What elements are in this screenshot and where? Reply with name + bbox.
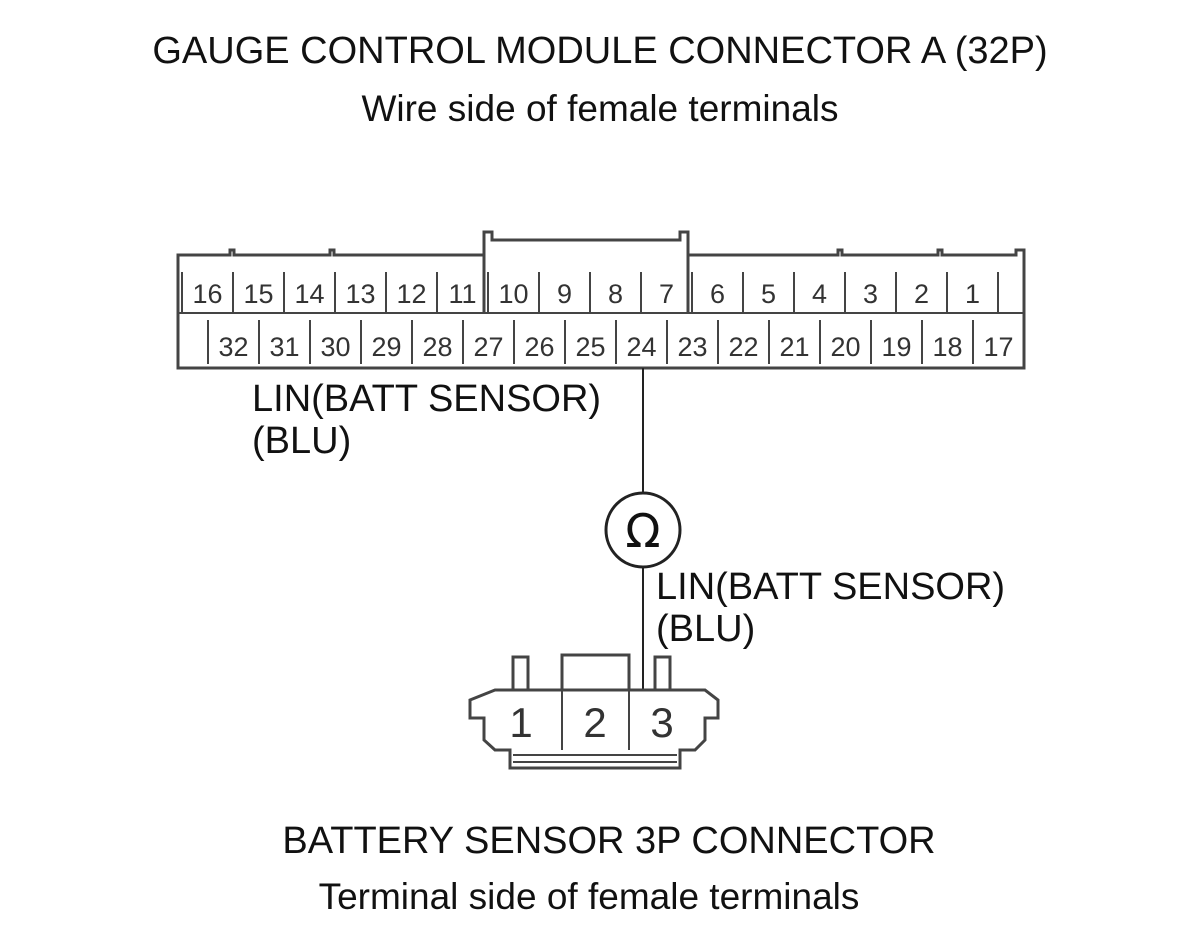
pin-1: 1 (965, 279, 980, 309)
gauge-connector-32p (176, 230, 1026, 370)
upper-wire-label-signal: LIN(BATT SENSOR) (252, 378, 602, 420)
battery-connector-housing (468, 688, 720, 770)
pin-31: 31 (269, 332, 299, 362)
pin-27: 27 (473, 332, 503, 362)
gauge-connector-title: GAUGE CONTROL MODULE CONNECTOR A (32P) (152, 30, 1048, 72)
pin-12: 12 (396, 279, 426, 309)
pin-3: 3 (863, 279, 878, 309)
pin-6: 6 (710, 279, 725, 309)
pin-30: 30 (320, 332, 350, 362)
battery-pin-3: 3 (650, 699, 673, 746)
pin-20: 20 (830, 332, 860, 362)
pin-32: 32 (218, 332, 248, 362)
pin-7: 7 (659, 279, 674, 309)
pin-23: 23 (677, 332, 707, 362)
pin-22: 22 (728, 332, 758, 362)
pin-29: 29 (371, 332, 401, 362)
pin-16: 16 (192, 279, 222, 309)
pin-21: 21 (779, 332, 809, 362)
battery-connector-3p (468, 653, 720, 770)
ohm-icon: Ω (625, 504, 660, 558)
battery-pin-2: 2 (583, 699, 606, 746)
upper-wire-label: LIN(BATT SENSOR) (BLU) (252, 378, 601, 462)
gauge-connector-housing (176, 230, 1026, 370)
pin-2: 2 (914, 279, 929, 309)
pin-18: 18 (932, 332, 962, 362)
battery-connector-subtitle: Terminal side of female terminals (318, 876, 860, 917)
pin-5: 5 (761, 279, 776, 309)
pin-10: 10 (498, 279, 528, 309)
battery-pin-1: 1 (509, 699, 532, 746)
pin-8: 8 (608, 279, 623, 309)
lower-wire-label: LIN(BATT SENSOR) (BLU) (656, 566, 1005, 650)
pin-17: 17 (983, 332, 1013, 362)
pin-15: 15 (243, 279, 273, 309)
pin-9: 9 (557, 279, 572, 309)
gauge-connector-subtitle: Wire side of female terminals (361, 88, 839, 129)
pin-11: 11 (448, 279, 476, 309)
upper-wire-label-color: (BLU) (252, 420, 352, 462)
pin-13: 13 (345, 279, 375, 309)
pin-28: 28 (422, 332, 452, 362)
lower-wire-label-signal: LIN(BATT SENSOR) (656, 566, 1006, 608)
lower-wire-label-color: (BLU) (656, 608, 756, 650)
pin-25: 25 (575, 332, 605, 362)
ohmmeter-symbol: Ω (604, 491, 682, 569)
pin-14: 14 (294, 279, 324, 309)
battery-connector-title: BATTERY SENSOR 3P CONNECTOR (282, 820, 936, 862)
pin-26: 26 (524, 332, 554, 362)
pin-4: 4 (812, 279, 827, 309)
pin-19: 19 (881, 332, 911, 362)
pin-24: 24 (626, 332, 656, 362)
